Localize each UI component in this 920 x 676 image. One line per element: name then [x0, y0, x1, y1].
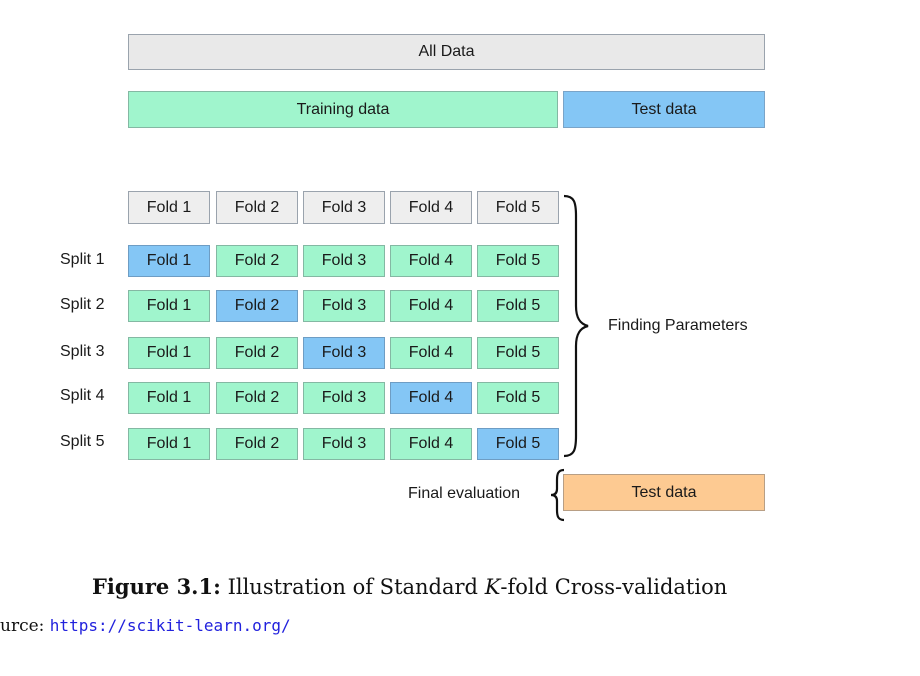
all-data-bar: All Data — [128, 34, 765, 70]
header-fold-5: Fold 5 — [477, 191, 559, 224]
fold-label: Fold 5 — [495, 344, 541, 361]
fold-label: Fold 2 — [234, 297, 280, 314]
train-fold-cell: Fold 5 — [477, 245, 559, 277]
test-fold-cell: Fold 1 — [128, 245, 210, 277]
train-fold-cell: Fold 2 — [216, 337, 298, 369]
train-fold-cell: Fold 5 — [477, 290, 559, 322]
caption-text-before: Illustration of Standard — [227, 575, 478, 599]
fold-label: Fold 1 — [146, 435, 192, 452]
final-evaluation-label: Final evaluation — [408, 485, 521, 502]
header-fold-1: Fold 1 — [128, 191, 210, 224]
fold-label: Fold 1 — [146, 252, 192, 269]
fold-label: Fold 3 — [321, 297, 367, 314]
train-fold-cell: Fold 4 — [390, 290, 472, 322]
figure-caption: Figure 3.1: Illustration of Standard K-f… — [92, 574, 727, 599]
finding-parameters-label: Finding Parameters — [608, 317, 748, 334]
fold-label: Fold 1 — [146, 389, 192, 406]
all-data-label: All Data — [418, 43, 475, 60]
fold-label: Fold 5 — [495, 297, 541, 314]
fold-label: Fold 5 — [495, 435, 541, 452]
fold-label: Fold 3 — [321, 435, 367, 452]
training-data-bar: Training data — [128, 91, 558, 128]
header-fold-4: Fold 4 — [390, 191, 472, 224]
header-fold-label: Fold 3 — [321, 198, 367, 216]
test-data-label: Test data — [631, 100, 697, 118]
train-fold-cell: Fold 1 — [128, 428, 210, 460]
finding-parameters-brace — [563, 194, 589, 458]
caption-text-after: -fold Cross-validation — [500, 575, 728, 599]
fold-label: Fold 2 — [234, 435, 280, 452]
train-fold-cell: Fold 3 — [303, 245, 385, 277]
fold-label: Fold 4 — [408, 297, 454, 314]
fold-label: Fold 2 — [234, 252, 280, 269]
split-label: Split 5 — [60, 433, 105, 450]
train-fold-cell: Fold 4 — [390, 428, 472, 460]
split-label: Split 2 — [60, 296, 105, 313]
train-fold-cell: Fold 2 — [216, 428, 298, 460]
train-fold-cell: Fold 3 — [303, 428, 385, 460]
train-fold-cell: Fold 1 — [128, 337, 210, 369]
header-fold-label: Fold 2 — [234, 198, 280, 216]
final-test-data-bar: Test data — [563, 474, 765, 511]
final-test-data-label: Test data — [631, 483, 697, 501]
fold-label: Fold 4 — [408, 344, 454, 361]
train-fold-cell: Fold 2 — [216, 245, 298, 277]
training-data-label: Training data — [296, 100, 390, 118]
train-fold-cell: Fold 4 — [390, 245, 472, 277]
fold-label: Fold 3 — [321, 252, 367, 269]
fold-label: Fold 4 — [408, 252, 454, 269]
split-label: Split 1 — [60, 251, 105, 268]
fold-label: Fold 1 — [146, 297, 192, 314]
fold-label: Fold 3 — [321, 344, 367, 361]
split-label: Split 3 — [60, 343, 105, 360]
train-fold-cell: Fold 1 — [128, 290, 210, 322]
test-fold-cell: Fold 4 — [390, 382, 472, 414]
source-line: urce: https://scikit-learn.org/ — [0, 616, 291, 636]
header-fold-label: Fold 5 — [495, 198, 541, 216]
split-label: Split 4 — [60, 387, 105, 404]
source-prefix: urce: — [0, 616, 45, 636]
test-fold-cell: Fold 5 — [477, 428, 559, 460]
train-fold-cell: Fold 3 — [303, 382, 385, 414]
test-data-bar: Test data — [563, 91, 765, 128]
header-fold-2: Fold 2 — [216, 191, 298, 224]
source-link[interactable]: https://scikit-learn.org/ — [49, 616, 291, 635]
header-fold-3: Fold 3 — [303, 191, 385, 224]
train-fold-cell: Fold 5 — [477, 382, 559, 414]
fold-label: Fold 2 — [234, 344, 280, 361]
train-fold-cell: Fold 5 — [477, 337, 559, 369]
test-fold-cell: Fold 2 — [216, 290, 298, 322]
train-fold-cell: Fold 1 — [128, 382, 210, 414]
train-fold-cell: Fold 4 — [390, 337, 472, 369]
train-fold-cell: Fold 3 — [303, 290, 385, 322]
figure-number: Figure 3.1: — [92, 574, 221, 599]
fold-label: Fold 2 — [234, 389, 280, 406]
fold-label: Fold 1 — [146, 344, 192, 361]
header-fold-label: Fold 1 — [146, 198, 192, 216]
fold-label: Fold 4 — [408, 435, 454, 452]
header-fold-label: Fold 4 — [408, 198, 454, 216]
fold-label: Fold 5 — [495, 389, 541, 406]
test-fold-cell: Fold 3 — [303, 337, 385, 369]
fold-label: Fold 4 — [408, 389, 454, 406]
caption-k: K — [484, 575, 501, 599]
fold-label: Fold 3 — [321, 389, 367, 406]
fold-label: Fold 5 — [495, 252, 541, 269]
train-fold-cell: Fold 2 — [216, 382, 298, 414]
final-evaluation-brace — [550, 468, 565, 522]
